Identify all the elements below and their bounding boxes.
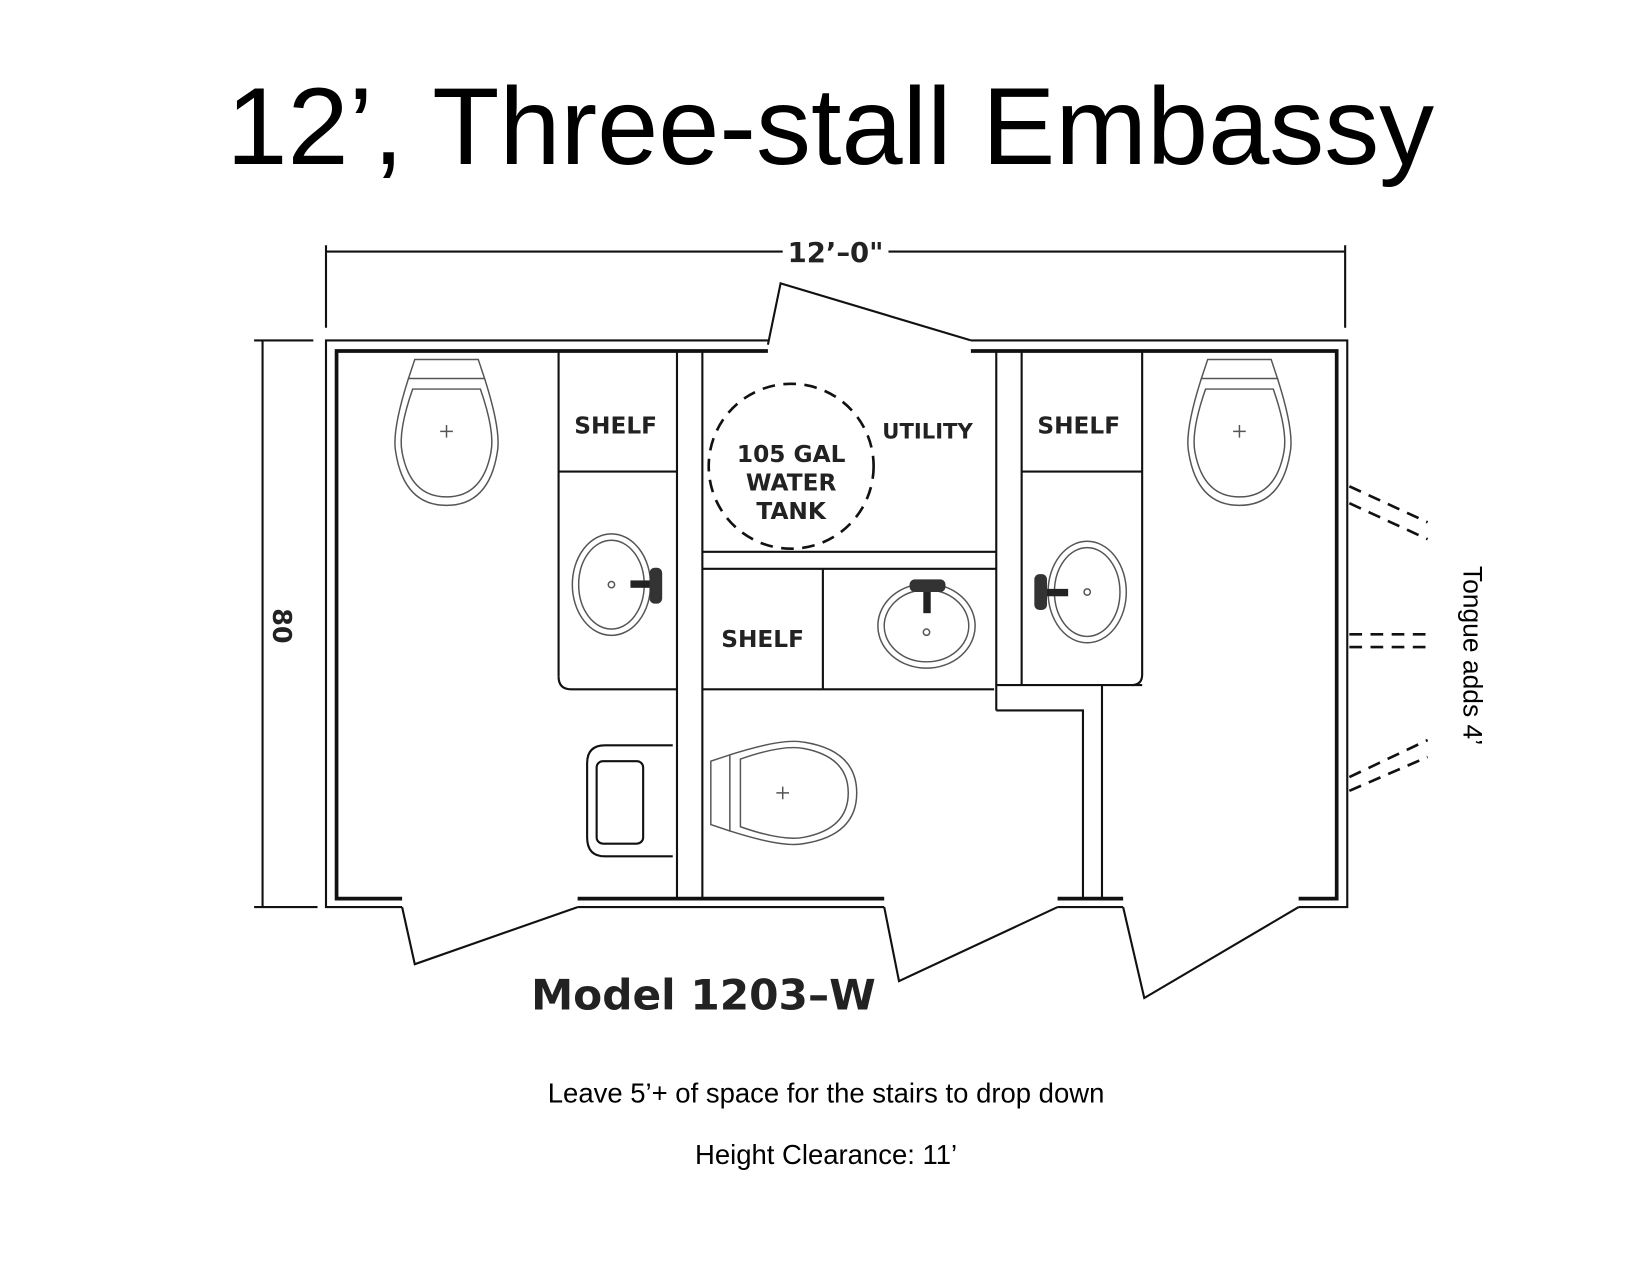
toilet-icon [710,740,858,846]
note-height-clearance: Height Clearance: 11’ [695,1139,957,1170]
shelf-label-left: SHELF [574,412,657,439]
svg-text:80: 80 [267,608,297,643]
svg-text:12’–0": 12’–0" [788,237,884,269]
svg-text:TANK: TANK [756,498,827,525]
height-dimension: 80 [254,339,318,909]
model-label: Model 1203–W [531,971,876,1020]
svg-text:WATER: WATER [746,470,837,497]
slide-title: 12’, Three-stall Embassy [226,65,1434,188]
partitions [557,350,1144,899]
sink-icon [571,533,663,637]
tongue-outline [1348,485,1429,793]
shelf-label-middle: SHELF [721,626,804,653]
utility-label: UTILITY [882,419,973,444]
note-stairs: Leave 5’+ of space for the stairs to dro… [548,1078,1105,1109]
doors [401,281,1300,1000]
sink-icon [877,579,976,669]
toilet-icon [394,358,499,507]
svg-text:105 GAL: 105 GAL [737,441,846,468]
tongue-note: Tongue adds 4’ [1458,566,1488,745]
shelf-label-right: SHELF [1037,412,1120,439]
toilet-icon [1187,358,1292,507]
urinal-icon [586,744,673,858]
sink-icon [1034,540,1128,644]
water-tank: 105 GAL WATER TANK [707,382,875,551]
exterior-walls [324,339,1349,909]
width-dimension: 12’–0" [324,237,1347,328]
